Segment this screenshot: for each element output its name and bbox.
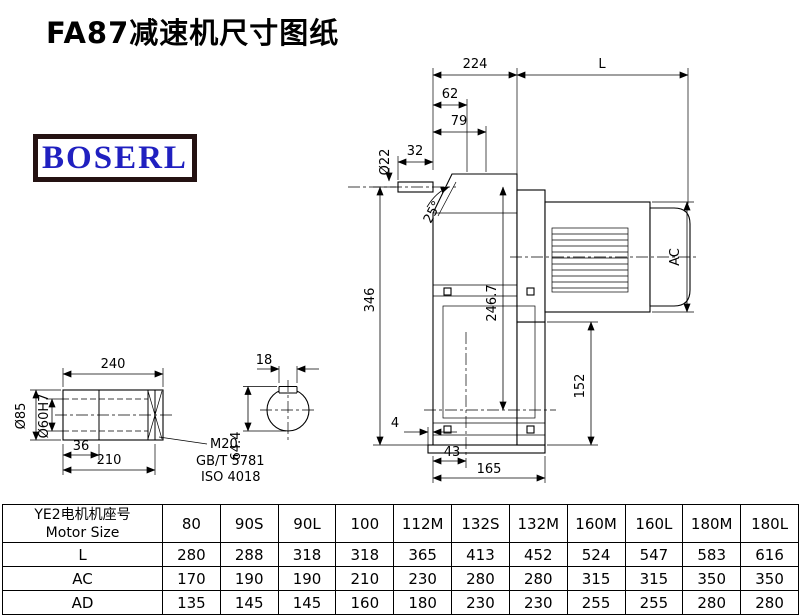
dim-62-label: 62 (442, 87, 459, 102)
dim-4-label: 4 (391, 416, 399, 431)
row-label: L (2, 542, 163, 567)
table-cell: 230 (508, 590, 568, 615)
table-cell: 318 (277, 542, 337, 567)
table-cell: 616 (740, 542, 799, 567)
column-header: 180L (740, 504, 799, 543)
table-cell: 145 (277, 590, 337, 615)
table-cell: 280 (740, 590, 799, 615)
column-header: 90L (277, 504, 337, 543)
dim-dia60h7-label: Ø60H7 (37, 394, 52, 439)
table-cell: 280 (508, 566, 568, 591)
table-cell: 315 (566, 566, 626, 591)
standard-gb-label: GB/T 5781 (196, 454, 265, 469)
motor-size-header: YE2电机机座号 Motor Size (2, 504, 163, 543)
dim-AC-label: AC (668, 248, 683, 266)
column-header: 160M (566, 504, 626, 543)
thread-m20-label: M20 (210, 437, 238, 452)
table-cell: 230 (451, 590, 510, 615)
dim-64-4-label: 64.4 (229, 432, 244, 461)
dim-152-label: 152 (573, 374, 588, 399)
table-cell: 413 (451, 542, 510, 567)
table-cell: 547 (624, 542, 684, 567)
row-label: AD (2, 590, 163, 615)
table-cell: 365 (393, 542, 453, 567)
dim-165-label: 165 (477, 462, 502, 477)
table-cell: 135 (162, 590, 221, 615)
dim-79-label: 79 (451, 114, 468, 129)
table-cell: 210 (335, 566, 395, 591)
dim-18-label: 18 (256, 353, 273, 368)
column-header: 100 (335, 504, 395, 543)
column-header: 90S (219, 504, 279, 543)
table-cell: 315 (624, 566, 684, 591)
column-header: 112M (393, 504, 453, 543)
table-cell: 255 (624, 590, 684, 615)
table-cell: 280 (451, 566, 510, 591)
column-header: 180M (682, 504, 742, 543)
column-header: 80 (162, 504, 221, 543)
main-view-dimensions (373, 68, 694, 483)
shaft-view-dim-labels: 240 Ø85 Ø60H7 36 210 M20 GB/T 5781 ISO 4… (14, 357, 265, 485)
motor-size-header-cn: YE2电机机座号 (34, 506, 131, 523)
dim-L-label: L (598, 57, 606, 72)
row-label: AC (2, 566, 163, 591)
bore-end-view (243, 365, 319, 440)
table-cell: 145 (219, 590, 279, 615)
table-cell: 280 (162, 542, 221, 567)
dim-32-label: 32 (407, 144, 424, 159)
bore-view-dim-labels: 18 64.4 (229, 353, 272, 460)
technical-drawing: 224 L 62 79 32 Ø22 25° 346 246.7 AC 152 … (14, 57, 698, 485)
table-cell: 452 (508, 542, 568, 567)
table-cell: 583 (682, 542, 742, 567)
gearbox-outline (427, 173, 546, 454)
dim-dia85-label: Ø85 (14, 403, 29, 430)
table-cell: 318 (335, 542, 395, 567)
table-cell: 160 (335, 590, 395, 615)
dim-246-7-label: 246.7 (485, 284, 500, 321)
table-row: AC 170 190 190 210 230 280 280 315 315 3… (2, 566, 799, 591)
table-cell: 190 (219, 566, 279, 591)
table-cell: 255 (566, 590, 626, 615)
boserl-logo: BOSERL (33, 134, 197, 182)
centerlines (348, 186, 698, 468)
motor-size-table: YE2电机机座号 Motor Size 80 90S 90L 100 112M … (2, 504, 799, 615)
table-cell: 190 (277, 566, 337, 591)
table-cell: 350 (682, 566, 742, 591)
table-cell: 170 (162, 566, 221, 591)
page-title: FA87减速机尺寸图纸 (46, 16, 340, 50)
table-row: AD 135 145 145 160 180 230 230 255 255 2… (2, 590, 799, 615)
table-cell: 230 (393, 566, 453, 591)
dim-346-label: 346 (363, 288, 378, 313)
column-header: 132M (508, 504, 568, 543)
table-cell: 350 (740, 566, 799, 591)
motor-size-header-en: Motor Size (45, 524, 120, 541)
table-cell: 524 (566, 542, 626, 567)
standard-iso-label: ISO 4018 (201, 470, 261, 485)
shaft-side-view (30, 368, 208, 475)
table-cell: 280 (682, 590, 742, 615)
column-header: 132S (451, 504, 510, 543)
dim-43-label: 43 (444, 445, 461, 460)
dim-224-label: 224 (463, 57, 488, 72)
dim-36-label: 36 (73, 439, 90, 454)
dim-210-label: 210 (97, 453, 122, 468)
table-cell: 288 (219, 542, 279, 567)
dim-240-label: 240 (101, 357, 126, 372)
dim-dia22-label: Ø22 (378, 149, 393, 176)
table-row: L 280 288 318 318 365 413 452 524 547 58… (2, 542, 799, 567)
logo-text: BOSERL (42, 139, 188, 176)
column-header: 160L (624, 504, 684, 543)
table-cell: 180 (393, 590, 453, 615)
